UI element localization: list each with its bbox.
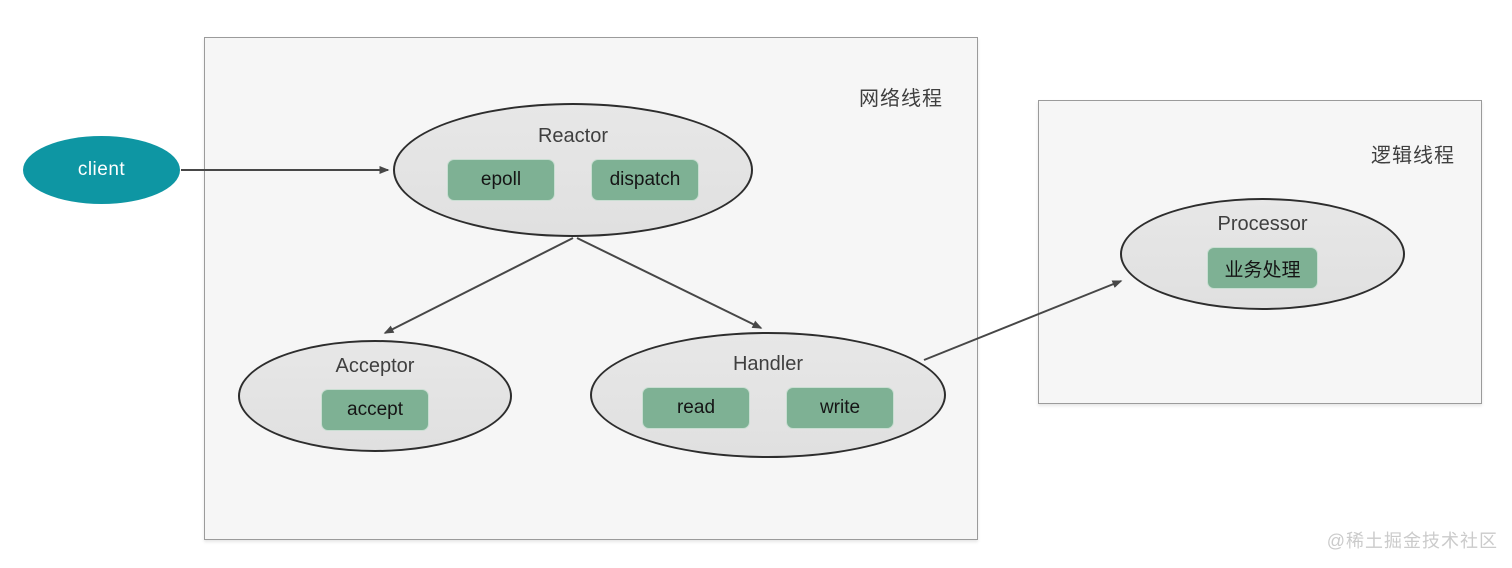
node-reactor-ops: epoll dispatch [447,159,699,201]
node-client: client [23,136,180,204]
op-write: write [786,387,894,429]
node-processor-ops: 业务处理 [1207,247,1318,289]
node-reactor: Reactor epoll dispatch [393,103,753,237]
node-handler-title: Handler [732,353,804,375]
op-business-process: 业务处理 [1207,247,1318,289]
op-dispatch: dispatch [591,159,699,201]
region-network-thread-label: 网络线程 [859,88,943,110]
region-logic-thread-label: 逻辑线程 [1371,145,1455,167]
node-acceptor: Acceptor accept [238,340,512,452]
arrow-reactor-to-acceptor [383,237,574,334]
region-logic-thread: 逻辑线程 [1038,100,1482,404]
node-processor-title: Processor [1217,213,1308,235]
node-handler: Handler read write [590,332,946,458]
node-acceptor-title: Acceptor [335,355,415,377]
watermark: @稀土掘金技术社区 [1326,531,1498,551]
arrow-reactor-to-handler [576,237,763,329]
node-client-label: client [77,159,126,180]
op-accept: accept [321,389,429,431]
node-acceptor-ops: accept [321,389,429,431]
arrow-handler-to-processor [923,280,1123,361]
node-reactor-title: Reactor [537,125,609,147]
node-processor: Processor 业务处理 [1120,198,1405,310]
node-handler-ops: read write [642,387,894,429]
op-read: read [642,387,750,429]
op-epoll: epoll [447,159,555,201]
